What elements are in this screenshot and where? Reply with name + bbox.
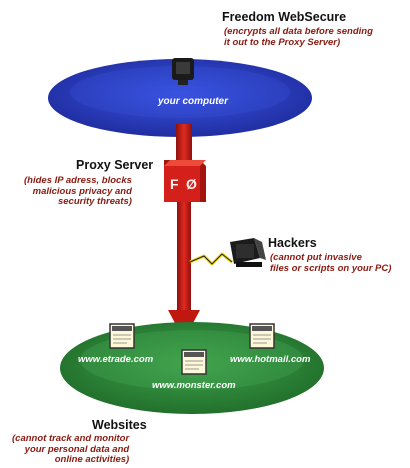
website-icon-monster	[181, 349, 207, 375]
site-monster: www.monster.com	[152, 380, 236, 391]
computer-label: your computer	[157, 96, 229, 107]
computer-disc	[48, 59, 312, 137]
hackers-title: Hackers	[268, 236, 317, 250]
websites-note: (cannot track and monitor your personal …	[12, 433, 130, 465]
computer-monitor-icon	[172, 58, 194, 85]
arrow-to-websites	[168, 202, 200, 340]
site-hotmail: www.hotmail.com	[230, 354, 311, 365]
hacker-computer-icon	[230, 238, 266, 267]
connector-shaft	[176, 124, 192, 166]
website-icon-hotmail	[249, 323, 275, 349]
hackers-note: (cannot put invasive files or scripts on…	[270, 252, 392, 274]
proxy-box	[164, 160, 206, 202]
site-etrade: www.etrade.com	[78, 354, 154, 365]
proxy-title: Proxy Server	[76, 158, 154, 172]
proxy-badge-right: Ø	[186, 176, 197, 192]
proxy-note: (hides IP adress, blocks malicious priva…	[24, 175, 132, 207]
websecure-title: Freedom WebSecure	[222, 10, 347, 24]
websites-title: Websites	[92, 418, 147, 432]
websecure-note: (encrypts all data before sending it out…	[224, 26, 373, 48]
proxy-badge-left: F	[170, 176, 179, 192]
website-icon-etrade	[109, 323, 135, 349]
